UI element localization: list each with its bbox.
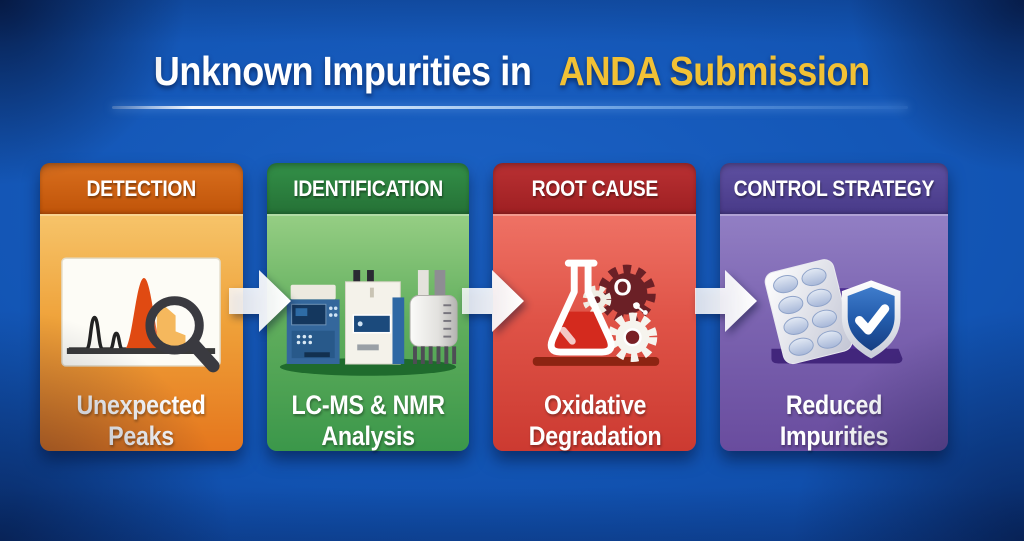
svg-text:O: O xyxy=(613,276,631,302)
flask-and-gears-icon: O xyxy=(511,214,679,380)
card-root-cause-header: ROOT CAUSE xyxy=(493,163,697,214)
chromatogram-magnifier-icon xyxy=(57,214,225,380)
card-identification-title: IDENTIFICATION xyxy=(293,175,443,201)
card-detection-title: DETECTION xyxy=(86,175,197,201)
lab-instruments-icon xyxy=(275,214,461,380)
card-control-strategy-header: CONTROL STRATEGY xyxy=(720,163,948,214)
blister-pack-and-shield-icon xyxy=(746,214,922,380)
card-identification: IDENTIFICATION xyxy=(266,163,470,451)
card-control-strategy-caption: Reduced Impurities xyxy=(779,390,889,451)
card-root-cause-title: ROOT CAUSE xyxy=(531,175,659,201)
title-highlight: ANDA Submission xyxy=(559,48,870,94)
card-identification-body: LC-MS & NMR Analysis xyxy=(266,214,470,451)
card-identification-caption: LC-MS & NMR Analysis xyxy=(291,390,445,451)
card-detection-header: DETECTION xyxy=(40,163,243,214)
card-detection-body: Unexpected Peaks xyxy=(40,214,243,451)
card-root-cause-caption: Oxidative Degradation xyxy=(528,390,662,451)
flow-arrow-right-icon xyxy=(462,266,526,336)
card-detection-caption: Unexpected Peaks xyxy=(76,390,206,451)
flow-arrow-right-icon xyxy=(695,266,759,336)
card-control-strategy-title: CONTROL STRATEGY xyxy=(733,175,935,201)
title-prefix: Unknown Impurities in xyxy=(154,48,532,94)
page-title: Unknown Impurities in ANDA Submission xyxy=(0,48,1024,95)
flow-arrow-right-icon xyxy=(229,266,293,336)
title-underline xyxy=(112,106,908,109)
card-detection: DETECTION Unexpected Peaks xyxy=(40,163,243,451)
card-identification-header: IDENTIFICATION xyxy=(266,163,470,214)
